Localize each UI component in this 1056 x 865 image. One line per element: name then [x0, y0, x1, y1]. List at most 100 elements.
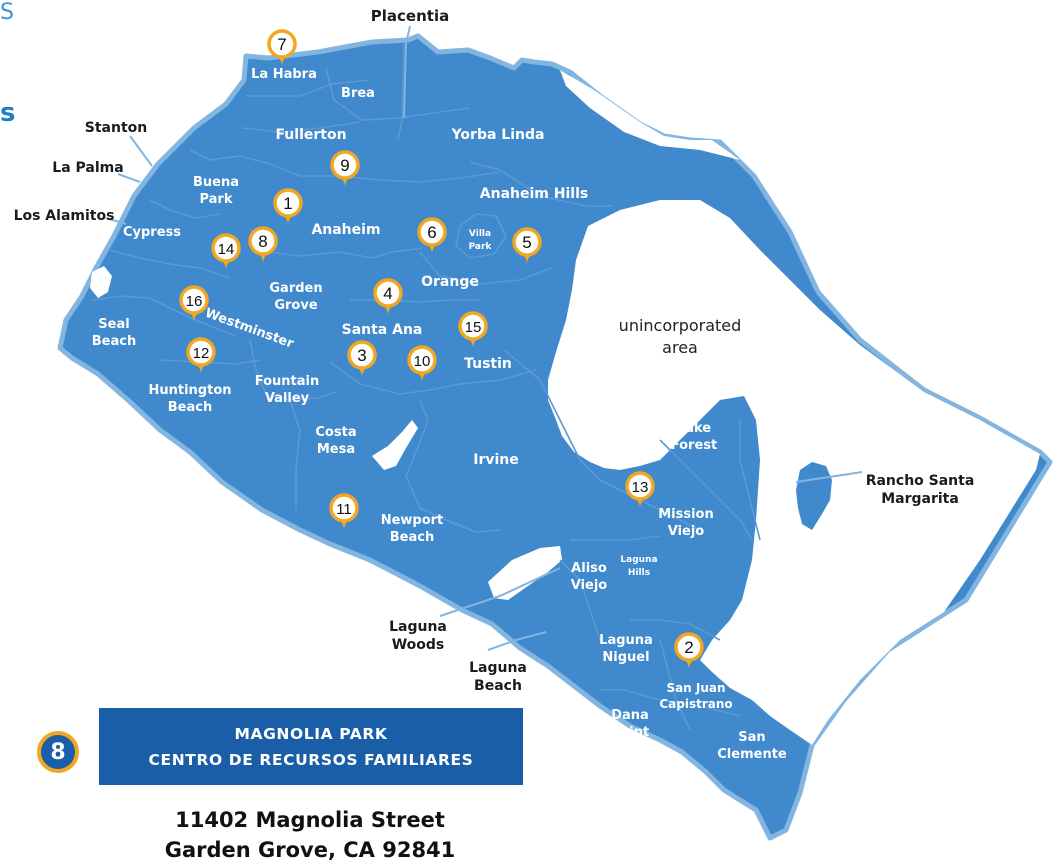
city-label-aliso-viejo-line-0: Aliso [571, 561, 607, 576]
location-name-line2: CENTRO DE RECURSOS FAMILIARES [148, 750, 474, 769]
city-label-fullerton: Fullerton [275, 127, 346, 143]
marker-number: 11 [336, 501, 352, 518]
marker-number: 1 [283, 194, 292, 213]
location-marker-7[interactable]: 7 [267, 29, 297, 66]
marker-pin-head [179, 285, 209, 315]
location-marker-15[interactable]: 15 [458, 311, 488, 348]
city-label-cypress: Cypress [123, 225, 181, 240]
city-label-newport-beach-line-1: Beach [390, 530, 434, 545]
city-label-orange-line-0: Orange [421, 274, 479, 290]
city-label-dana-point-line-1: Point [611, 725, 649, 740]
marker-number: 8 [258, 232, 267, 251]
location-marker-8[interactable]: 8 [248, 226, 278, 263]
marker-number: 13 [632, 479, 649, 496]
marker-number: 9 [340, 156, 349, 175]
marker-pin-head [330, 150, 360, 180]
location-marker-13[interactable]: 13 [625, 471, 655, 508]
city-label-huntington-beach-line-0: Huntington [148, 383, 231, 398]
location-marker-9[interactable]: 9 [330, 150, 360, 187]
city-label-buena-park-line-1: Park [199, 192, 232, 207]
coastal-white-gap [488, 546, 562, 600]
marker-pin-head [625, 471, 655, 501]
city-label-garden-grove-line-1: Grove [274, 298, 317, 313]
location-marker-2[interactable]: 2 [674, 632, 704, 669]
city-label-brea: Brea [341, 86, 375, 101]
city-label-laguna-hills-line-1: Hills [628, 568, 650, 578]
city-label-lake-forest-line-0: Lake [677, 421, 711, 436]
external-label-stanton-line-0: Stanton [85, 120, 147, 136]
location-marker-14[interactable]: 14 [211, 233, 241, 270]
city-label-costa-mesa-line-1: Mesa [317, 442, 355, 457]
location-marker-6[interactable]: 6 [417, 217, 447, 254]
edge-text-fragment-top: S [0, 0, 14, 25]
external-label-los-alamitos: Los Alamitos [14, 208, 115, 224]
external-label-laguna-beach-line-1: Beach [474, 678, 522, 694]
city-label-aliso-viejo-line-1: Viejo [571, 578, 608, 593]
selected-location-address: 11402 Magnolia Street Garden Grove, CA 9… [100, 805, 520, 865]
city-label-anaheim-hills: Anaheim Hills [480, 186, 588, 202]
location-marker-12[interactable]: 12 [186, 337, 216, 374]
marker-pin-head [186, 337, 216, 367]
city-label-garden-grove-line-0: Garden [269, 281, 322, 296]
location-marker-5[interactable]: 5 [512, 227, 542, 264]
location-marker-4[interactable]: 4 [373, 278, 403, 315]
location-marker-10[interactable]: 10 [407, 345, 437, 382]
address-street: 11402 Magnolia Street [175, 808, 445, 832]
city-label-la-habra: La Habra [251, 67, 317, 82]
city-label-anaheim-line-0: Anaheim [311, 222, 380, 238]
marker-pin-head [329, 493, 359, 523]
external-label-placentia-line-0: Placentia [371, 7, 449, 25]
city-label-fountain-valley-line-0: Fountain [255, 374, 320, 389]
marker-number: 10 [414, 353, 431, 370]
city-label-tustin: Tustin [464, 356, 512, 372]
city-label-seal-beach-line-1: Beach [92, 334, 136, 349]
edge-text-fragment-bottom: s [0, 98, 16, 128]
top-notch [560, 70, 740, 160]
city-label-santa-ana: Santa Ana [342, 322, 423, 338]
city-label-mission-viejo-line-1: Viejo [668, 524, 705, 539]
marker-pin-head [373, 278, 403, 308]
city-label-dana-point-line-0: Dana [611, 708, 649, 723]
city-label-yorba-linda: Yorba Linda [451, 127, 545, 143]
city-label-irvine-line-0: Irvine [473, 452, 519, 468]
marker-pin-head [267, 29, 297, 59]
marker-number: 5 [522, 233, 531, 252]
location-marker-1[interactable]: 1 [273, 188, 303, 225]
city-label-san-juan-capistrano-line-0: San Juan [666, 681, 725, 695]
location-marker-3[interactable]: 3 [347, 340, 377, 377]
external-label-los-alamitos-line-0: Los Alamitos [14, 208, 115, 224]
city-label-anaheim: Anaheim [311, 222, 380, 238]
city-borders [91, 43, 761, 731]
marker-number: 6 [427, 223, 436, 242]
marker-number: 12 [193, 345, 210, 362]
city-label-fountain-valley-line-1: Valley [265, 391, 310, 406]
marker-number: 3 [357, 346, 366, 365]
external-label-stanton: Stanton [85, 120, 147, 136]
location-marker-11[interactable]: 11 [329, 493, 359, 530]
city-label-seal-beach-line-0: Seal [98, 317, 129, 332]
svg-text:unincorporated: unincorporated [619, 316, 742, 335]
marker-pin-head [211, 233, 241, 263]
city-label-anaheim-hills-line-0: Anaheim Hills [480, 186, 588, 202]
city-label-san-juan-capistrano-line-1: Capistrano [659, 697, 732, 711]
city-label-buena-park-line-0: Buena [193, 175, 239, 190]
marker-number: 2 [684, 638, 693, 657]
marker-pin-head [674, 632, 704, 662]
city-label-costa-mesa-line-0: Costa [315, 425, 356, 440]
location-marker-16[interactable]: 16 [179, 285, 209, 322]
marker-pin-head [248, 226, 278, 256]
